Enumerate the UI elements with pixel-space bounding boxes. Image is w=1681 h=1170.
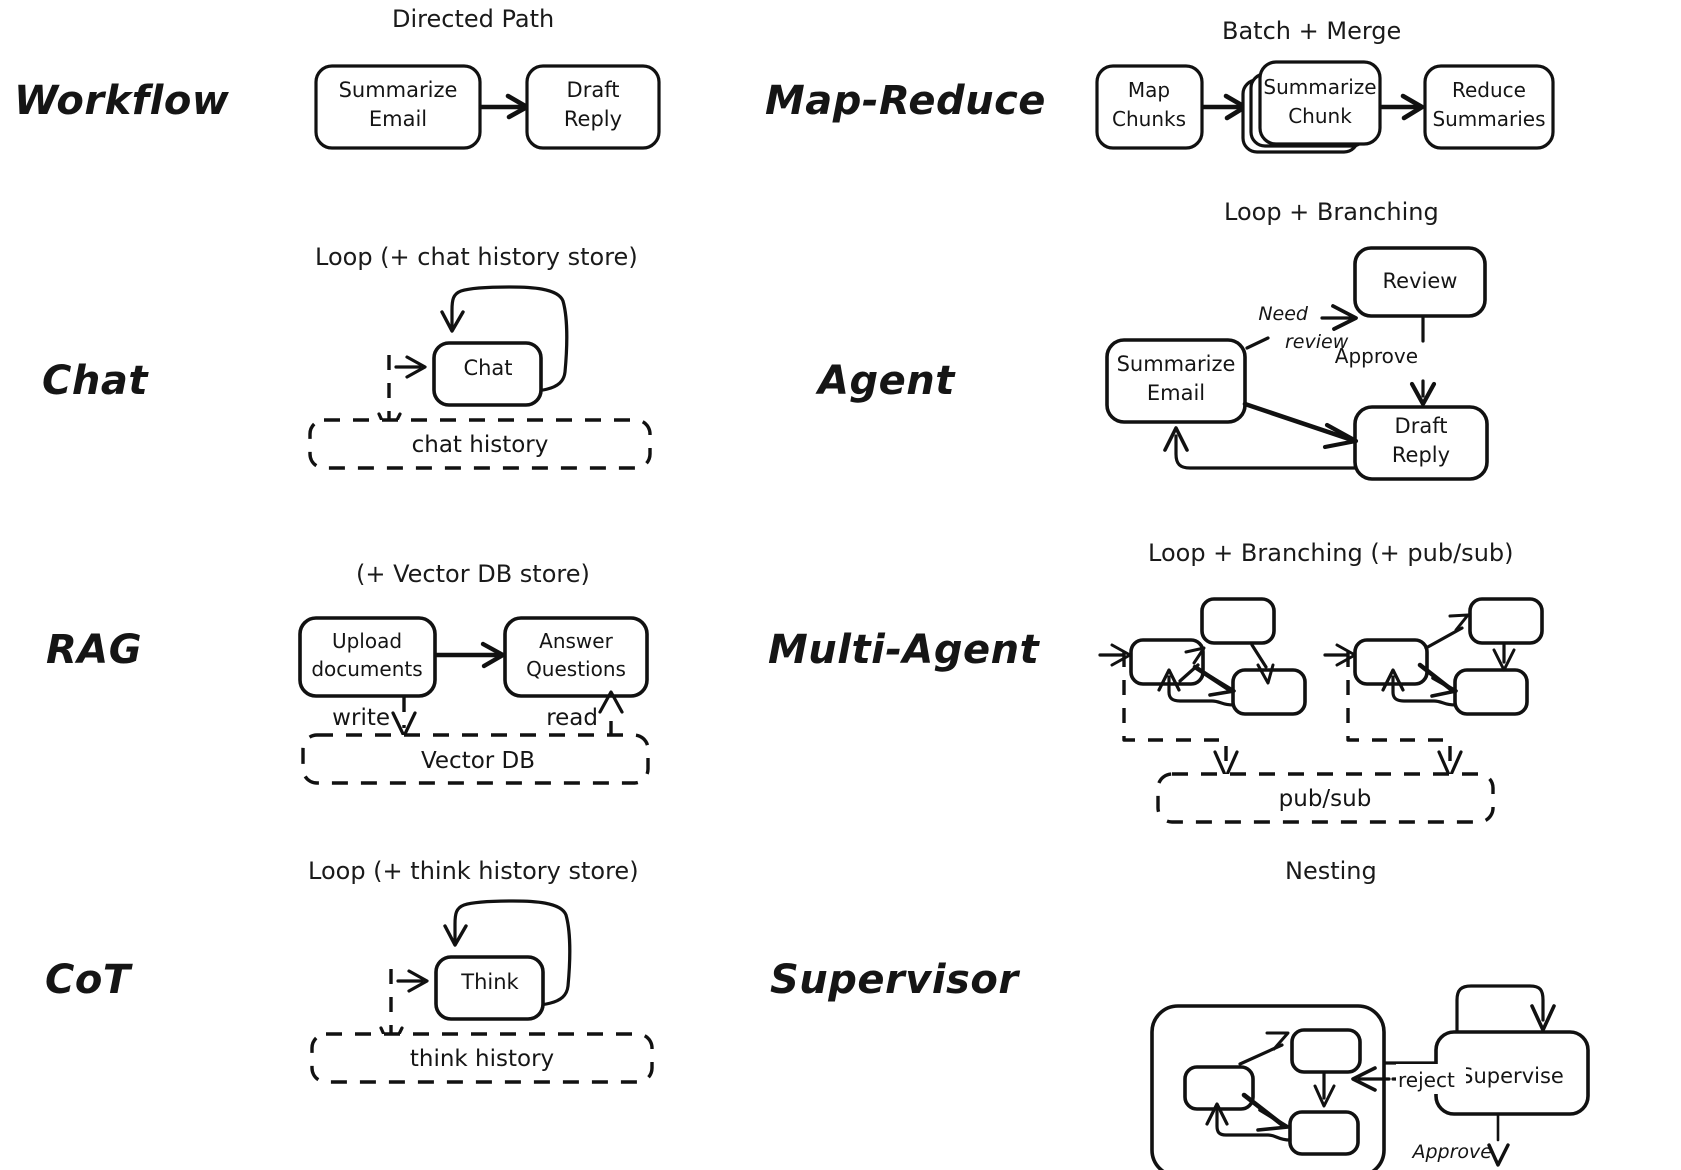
caption-vector-db-store: (+ Vector DB store) (356, 560, 590, 588)
caption-directed-path: Directed Path (392, 5, 555, 33)
edge-approve-out: Approve (1411, 1112, 1510, 1167)
node-review[interactable]: Review (1353, 246, 1487, 318)
store-chat-history[interactable]: chat history (308, 418, 652, 470)
node-label: Draft (567, 78, 620, 102)
caption-loop-think: Loop (+ think history store) (308, 857, 639, 885)
edge-approve-review-draft: Approve (1335, 316, 1437, 407)
node-draft-reply[interactable]: Draft Reply (525, 64, 661, 150)
node-reduce-summaries[interactable]: Reduce Summaries (1423, 64, 1555, 150)
row-label-workflow: Workflow (14, 78, 230, 124)
caption-nesting: Nesting (1285, 857, 1377, 885)
node-label: Upload (332, 629, 402, 653)
node-label: Summarize (339, 78, 458, 102)
multi-agent-cluster-a (1098, 597, 1307, 779)
caption-batch-merge: Batch + Merge (1222, 17, 1402, 45)
node-label: Answer (539, 629, 613, 653)
edge-label: review (1285, 331, 1349, 353)
node-agent-draft-reply[interactable]: Draft Reply (1353, 405, 1489, 481)
node-chat[interactable]: Chat (432, 341, 543, 407)
store-label: chat history (412, 432, 549, 458)
nested-agent-group[interactable] (1150, 1004, 1386, 1170)
caption-loop-branching: Loop + Branching (1224, 198, 1439, 226)
node-agent-b-top[interactable] (1468, 597, 1544, 645)
node-summarize-chunk-stack[interactable]: Summarize Chunk (1241, 60, 1382, 154)
edge-think-self-loop (443, 899, 572, 1009)
node-label: Summaries (1432, 107, 1545, 131)
edge-label: write (332, 705, 390, 731)
node-agent-a-top[interactable] (1200, 597, 1276, 645)
node-agent-summarize-email[interactable]: Summarize Email (1105, 338, 1247, 424)
store-vector-db[interactable]: Vector DB (301, 733, 650, 785)
node-upload-documents[interactable]: Upload documents (298, 616, 437, 698)
edge-draft-back-to-summarize (1163, 426, 1357, 470)
node-supervise[interactable]: Supervise (1434, 1030, 1590, 1116)
node-label: Email (369, 107, 427, 131)
node-label: Draft (1395, 414, 1448, 438)
node-label: Reduce (1452, 78, 1526, 102)
store-label: pub/sub (1279, 786, 1372, 812)
node-label: Chunk (1288, 104, 1352, 128)
edge-label: Approve (1411, 1141, 1493, 1163)
node-label: Map (1128, 78, 1170, 102)
node-label: Supervise (1460, 1064, 1564, 1088)
node-nested-bottom[interactable] (1288, 1110, 1360, 1156)
node-label: Email (1147, 381, 1205, 405)
node-agent-b-left[interactable] (1353, 638, 1429, 686)
node-think[interactable]: Think (434, 955, 545, 1021)
node-answer-questions[interactable]: Answer Questions (503, 616, 649, 698)
node-label: Chunks (1112, 107, 1186, 131)
node-label: Summarize (1117, 352, 1236, 376)
row-label-chat: Chat (42, 358, 148, 404)
row-label-map-reduce: Map-Reduce (765, 78, 1046, 124)
edge-upload-to-answer (434, 641, 506, 669)
row-label-multi-agent: Multi-Agent (768, 627, 1040, 673)
edge-label: read (546, 705, 598, 731)
node-nested-left[interactable] (1183, 1065, 1255, 1111)
edge-summarize-to-reduce (1379, 93, 1425, 121)
node-summarize-email[interactable]: Summarize Email (314, 64, 482, 150)
edge-reject: reject (1351, 1064, 1466, 1094)
edge-label: Need (1258, 303, 1309, 325)
store-pub-sub[interactable]: pub/sub (1156, 772, 1495, 824)
caption-loop-branching-pubsub: Loop + Branching (+ pub/sub) (1148, 539, 1514, 567)
node-label: Reply (1392, 443, 1450, 467)
edge-label: Approve (1335, 344, 1418, 368)
node-label: Summarize (1263, 75, 1376, 99)
caption-loop-chat: Loop (+ chat history store) (315, 243, 638, 271)
node-label: Think (460, 970, 519, 994)
store-label: Vector DB (421, 748, 535, 774)
store-label: think history (410, 1046, 554, 1072)
node-label: Questions (526, 657, 626, 681)
node-label: documents (311, 657, 422, 681)
node-label: Review (1383, 269, 1458, 293)
edge-label: reject (1398, 1068, 1455, 1092)
edge-write-to-vector-db: write (332, 697, 417, 738)
row-label-cot: CoT (45, 957, 131, 1003)
edge-read-from-vector-db: read (546, 690, 624, 736)
multi-agent-cluster-b (1323, 597, 1544, 779)
row-label-rag: RAG (46, 627, 143, 673)
edge-summarize-to-draft (1242, 401, 1359, 450)
store-think-history[interactable]: think history (310, 1032, 654, 1084)
node-label: Chat (463, 356, 512, 380)
node-label: Reply (564, 107, 622, 131)
edge-need-review: Need review (1245, 303, 1358, 353)
row-label-agent: Agent (818, 358, 955, 404)
row-label-supervisor: Supervisor (770, 957, 1019, 1003)
edge-chat-self-loop (440, 285, 569, 395)
node-nested-top[interactable] (1290, 1028, 1362, 1074)
